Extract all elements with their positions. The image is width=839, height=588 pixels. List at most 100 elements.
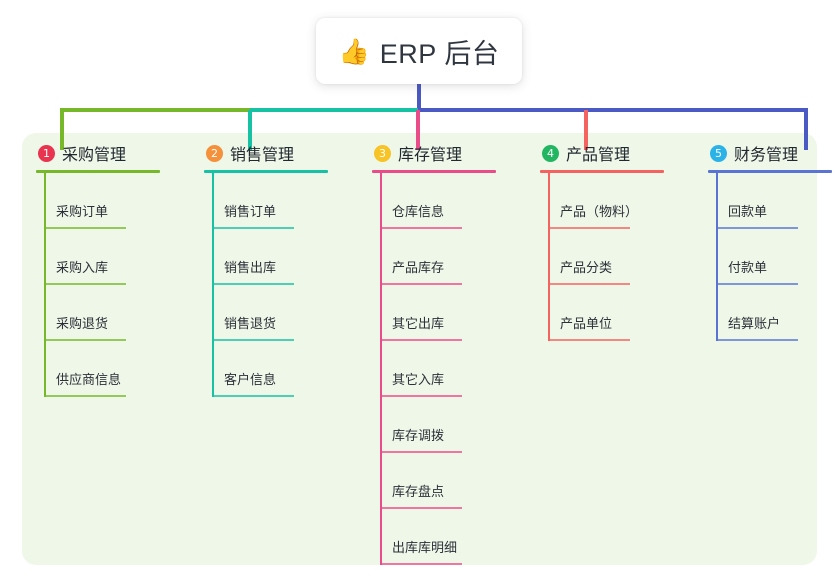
branch-title: 库存管理 [398, 147, 463, 164]
branch-item-label: 采购订单 [56, 204, 109, 219]
branch-number-badge: 1 [38, 144, 55, 162]
branch-item-label: 结算账户 [728, 316, 781, 331]
branch-header-3[interactable]: 3 库存管理 [358, 133, 518, 173]
branch-item-list: 回款单付款单结算账户 [694, 173, 839, 341]
branch-item[interactable]: 库存盘点 [358, 453, 518, 509]
branch-item[interactable]: 产品单位 [526, 285, 686, 341]
branch-header-1[interactable]: 1 采购管理 [22, 133, 182, 173]
branch-item[interactable]: 产品（物料） [526, 173, 686, 229]
branch-item-label: 销售订单 [224, 204, 277, 219]
branch-title: 财务管理 [734, 147, 799, 164]
branch-item-underline [548, 227, 630, 229]
branch-item[interactable]: 产品库存 [358, 229, 518, 285]
branch-item-label: 产品分类 [560, 260, 613, 275]
branch-item-label: 采购退货 [56, 316, 109, 331]
branch-item-underline [212, 227, 294, 229]
branch-item-underline [44, 227, 126, 229]
branch-item[interactable]: 出库库明细 [358, 509, 518, 565]
branch-item-label: 库存调拨 [392, 428, 445, 443]
branch-item-underline [380, 283, 462, 285]
branch-number-badge: 2 [206, 144, 223, 162]
branch-title: 销售管理 [230, 147, 295, 164]
branch-item-underline [716, 283, 798, 285]
branch-item[interactable]: 销售退货 [190, 285, 350, 341]
branch-item-label: 采购入库 [56, 260, 109, 275]
branch-item-label: 供应商信息 [56, 372, 122, 387]
branch-spine [380, 173, 382, 565]
branch-item-label: 仓库信息 [392, 204, 445, 219]
branch-header-4[interactable]: 4 产品管理 [526, 133, 686, 173]
branch-item[interactable]: 采购退货 [22, 285, 182, 341]
diagram-background-panel [22, 133, 817, 565]
branch-item[interactable]: 客户信息 [190, 341, 350, 397]
branch-item[interactable]: 回款单 [694, 173, 839, 229]
branch-item[interactable]: 采购入库 [22, 229, 182, 285]
branch-item[interactable]: 采购订单 [22, 173, 182, 229]
branch-title: 采购管理 [62, 147, 127, 164]
branch-item[interactable]: 付款单 [694, 229, 839, 285]
branch-column-5: 5 财务管理回款单付款单结算账户 [694, 133, 839, 341]
branch-item-underline [716, 339, 798, 341]
branch-item-label: 其它出库 [392, 316, 445, 331]
branch-item[interactable]: 销售订单 [190, 173, 350, 229]
branch-item-underline [548, 283, 630, 285]
branch-item[interactable]: 其它入库 [358, 341, 518, 397]
branch-item-underline [380, 395, 462, 397]
branch-title: 产品管理 [566, 147, 631, 164]
branch-header-5[interactable]: 5 财务管理 [694, 133, 839, 173]
branch-column-4: 4 产品管理产品（物料） 产品分类产品单位 [526, 133, 686, 341]
branch-column-1: 1 采购管理采购订单采购入库采购退货供应商信息 [22, 133, 182, 397]
branch-item-list: 采购订单采购入库采购退货供应商信息 [22, 173, 182, 397]
branch-spine [44, 173, 46, 397]
branch-item-underline [44, 395, 126, 397]
branch-number-badge: 5 [710, 144, 727, 162]
branch-item[interactable]: 其它出库 [358, 285, 518, 341]
branch-item-label: 产品单位 [560, 316, 613, 331]
branch-column-2: 2 销售管理销售订单销售出库销售退货客户信息 [190, 133, 350, 397]
branch-columns: 1 采购管理采购订单采购入库采购退货供应商信息 2 销售管理销售订单销售出库销售退货客… [22, 133, 832, 565]
thumbs-up-icon: 👍 [338, 37, 370, 66]
branch-item-list: 仓库信息产品库存其它出库其它入库库存调拨库存盘点出库库明细 [358, 173, 518, 565]
branch-item-label: 出库库明细 [392, 540, 458, 555]
branch-number-badge: 3 [374, 144, 391, 162]
branch-item-underline [716, 227, 798, 229]
branch-item-label: 付款单 [728, 260, 768, 275]
branch-item-label: 回款单 [728, 204, 768, 219]
branch-item-label: 其它入库 [392, 372, 445, 387]
branch-item-underline [380, 507, 462, 509]
branch-header-underline [708, 170, 832, 173]
branch-item-underline [380, 563, 462, 565]
branch-item-underline [548, 339, 630, 341]
branch-spine [716, 173, 718, 341]
branch-item-underline [380, 227, 462, 229]
branch-item-list: 产品（物料） 产品分类产品单位 [526, 173, 686, 341]
branch-item[interactable]: 供应商信息 [22, 341, 182, 397]
branch-item-label: 客户信息 [224, 372, 277, 387]
branch-item-label: 销售出库 [224, 260, 277, 275]
branch-item-underline [44, 339, 126, 341]
branch-item-underline [380, 339, 462, 341]
branch-header-2[interactable]: 2 销售管理 [190, 133, 350, 173]
branch-item-underline [44, 283, 126, 285]
branch-item[interactable]: 产品分类 [526, 229, 686, 285]
branch-number-badge: 4 [542, 144, 559, 162]
branch-item-label: 库存盘点 [392, 484, 445, 499]
root-node-title: ERP 后台 [379, 38, 500, 69]
root-node-title-card[interactable]: 👍 ERP 后台 [316, 18, 522, 84]
branch-item-underline [212, 339, 294, 341]
branch-item-label: 销售退货 [224, 316, 277, 331]
branch-header-underline [204, 170, 328, 173]
branch-item[interactable]: 结算账户 [694, 285, 839, 341]
branch-item-underline [212, 283, 294, 285]
branch-header-underline [36, 170, 160, 173]
branch-item-underline [380, 451, 462, 453]
branch-item-label: 产品库存 [392, 260, 445, 275]
branch-item[interactable]: 销售出库 [190, 229, 350, 285]
branch-spine [212, 173, 214, 397]
branch-item[interactable]: 库存调拨 [358, 397, 518, 453]
branch-item[interactable]: 仓库信息 [358, 173, 518, 229]
branch-column-3: 3 库存管理仓库信息产品库存其它出库其它入库库存调拨库存盘点出库库明细 [358, 133, 518, 565]
branch-header-underline [372, 170, 496, 173]
branch-item-label: 产品（物料） [560, 204, 639, 219]
